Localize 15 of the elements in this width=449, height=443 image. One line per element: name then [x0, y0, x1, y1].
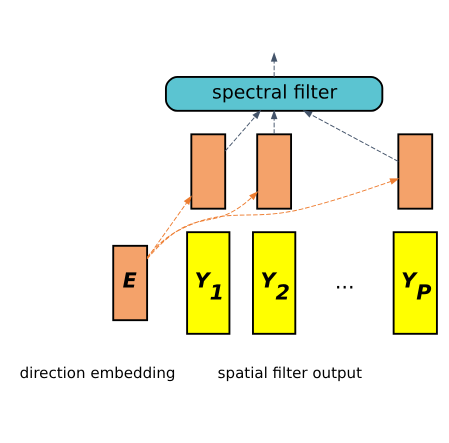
label: spatial filter output — [218, 363, 362, 382]
arrow — [270, 52, 278, 77]
node-box: E — [112, 244, 148, 321]
arrow — [302, 110, 399, 162]
node-box: spectral filter — [164, 76, 384, 112]
arrow — [146, 178, 400, 258]
node-box — [397, 132, 434, 210]
label: ... — [334, 268, 355, 293]
arrow — [270, 109, 278, 134]
node-label: direction embedding — [20, 363, 176, 382]
node-box — [256, 132, 292, 210]
node-box — [190, 132, 226, 210]
arrow — [146, 190, 258, 259]
arrow — [224, 109, 262, 152]
arrow — [146, 194, 192, 258]
